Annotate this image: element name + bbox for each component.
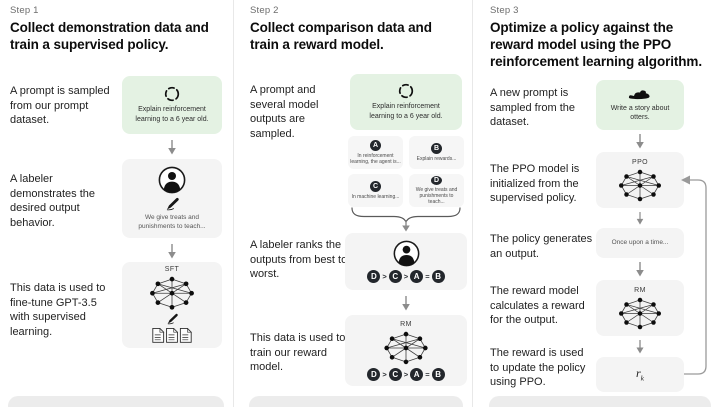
policy-output-box: Once upon a time... — [596, 228, 684, 258]
ppo-label: PPO — [632, 158, 648, 166]
caption-reward-updates-policy: The reward is used to update the policy … — [490, 347, 586, 389]
refresh-icon — [164, 87, 180, 102]
ranking-badge: C — [388, 270, 402, 283]
labeler-demo-text: We give treats and punishments to teach.… — [138, 214, 206, 230]
option-badge: C — [370, 181, 381, 192]
arrow-down-icon — [402, 221, 410, 232]
option-text: Explain rewards... — [416, 156, 457, 162]
ranking-badge: A — [410, 367, 424, 381]
bottom-strip — [489, 396, 711, 407]
step1-column: Step 1 Collect demonstration data and tr… — [0, 0, 233, 407]
labeler-ranking-box: D > C > A = B — [345, 233, 467, 290]
reward-model-box: RM — [596, 280, 684, 336]
ranking-row: D > C > A = B — [367, 367, 445, 381]
step3-label: Step 3 — [490, 5, 519, 16]
labeler-box: We give treats and punishments to teach.… — [122, 159, 222, 238]
ranking-separator: > — [382, 369, 387, 379]
prompt-text: Write a story about otters. — [610, 104, 670, 121]
ranking-badge: B — [431, 367, 445, 381]
person-icon — [393, 240, 419, 267]
reward-value: rk — [635, 366, 644, 383]
pen-icon — [166, 313, 178, 325]
ranking-separator: = — [425, 272, 430, 281]
ranking-separator: > — [382, 272, 387, 281]
caption-finetune-gpt: This data is used to fine-tune GPT-3.5 w… — [10, 282, 106, 338]
step2-label: Step 2 — [250, 5, 279, 16]
network-icon — [149, 276, 195, 311]
ranking-badge: B — [431, 270, 445, 283]
caption-policy-generates: The policy generates an output. — [490, 233, 593, 260]
step2-column: Step 2 Collect comparison data and train… — [233, 0, 472, 407]
step3-column: Step 3 Optimize a policy against the rew… — [472, 0, 720, 407]
reward-model-box: RM D > C > A = B — [345, 315, 467, 386]
option-text: In machine learning... — [351, 194, 400, 200]
caption-ppo-init: The PPO model is initialized from the su… — [490, 163, 580, 205]
step1-label: Step 1 — [10, 5, 39, 16]
sft-box: SFT — [122, 262, 222, 348]
output-option-b: B Explain rewards... — [409, 136, 464, 169]
ranking-row: D > C > A = B — [367, 270, 445, 283]
documents-icon — [152, 328, 192, 343]
caption-labeler-demonstrates: A labeler demonstrates the desired outpu… — [10, 173, 95, 229]
caption-prompt-sampled: A prompt is sampled from our prompt data… — [10, 85, 110, 127]
reward-value-box: rk — [596, 357, 684, 392]
option-badge: D — [431, 176, 442, 185]
caption-new-prompt: A new prompt is sampled from the dataset… — [490, 87, 575, 129]
ranking-badge: D — [367, 270, 381, 283]
option-badge: A — [370, 140, 381, 151]
network-icon — [383, 330, 429, 365]
caption-labeler-ranks: A labeler ranks the outputs from best to… — [250, 239, 348, 281]
step2-title: Collect comparison data and train a rewa… — [250, 20, 432, 53]
rm-label: RM — [400, 320, 412, 328]
arrow-down-icon — [401, 296, 411, 311]
option-text: We give treats and punishments to teach.… — [415, 187, 458, 205]
arrow-down-icon — [167, 140, 177, 155]
option-badge: B — [431, 143, 442, 154]
prompt-box: Write a story about otters. — [596, 80, 684, 130]
caption-train-reward-model: This data is used to train our reward mo… — [250, 332, 346, 374]
column-divider — [472, 0, 473, 407]
refresh-icon — [398, 84, 414, 99]
output-option-d: D We give treats and punishments to teac… — [409, 174, 464, 207]
option-text: In reinforcement learning, the agent is.… — [350, 153, 401, 165]
ranking-separator: > — [403, 272, 409, 281]
output-option-a: A In reinforcement learning, the agent i… — [348, 136, 403, 169]
bottom-strip — [249, 396, 463, 407]
otter-icon — [628, 90, 650, 99]
prompt-box: Explain reinforcement learning to a 6 ye… — [122, 76, 222, 134]
ppo-box: PPO — [596, 152, 684, 208]
prompt-text: Explain reinforcement learning to a 6 ye… — [135, 106, 209, 123]
arrow-down-icon — [635, 134, 645, 149]
ranking-badge: C — [388, 367, 402, 381]
pen-icon — [166, 197, 179, 211]
bottom-strip — [8, 396, 224, 407]
caption-outputs-sampled: A prompt and several model outputs are s… — [250, 84, 319, 140]
loop-arrow-icon — [681, 175, 707, 375]
prompt-text: Explain reinforcement learning to a 6 ye… — [369, 103, 443, 120]
arrow-down-icon — [167, 244, 177, 259]
ranking-separator: = — [425, 369, 430, 379]
prompt-box: Explain reinforcement learning to a 6 ye… — [350, 74, 462, 130]
rm-label: RM — [634, 286, 646, 294]
step1-title: Collect demonstration data and train a s… — [10, 20, 209, 53]
output-option-c: C In machine learning... — [348, 174, 403, 207]
policy-output-text: Once upon a time... — [611, 238, 669, 246]
sft-label: SFT — [164, 266, 180, 273]
ranking-badge: A — [410, 270, 424, 283]
caption-reward-calculated: The reward model calculates a reward for… — [490, 285, 585, 327]
ranking-separator: > — [403, 369, 409, 379]
column-divider — [233, 0, 234, 407]
ranking-badge: D — [367, 367, 381, 381]
person-icon — [158, 166, 186, 194]
step3-title: Optimize a policy against the reward mod… — [490, 20, 702, 70]
